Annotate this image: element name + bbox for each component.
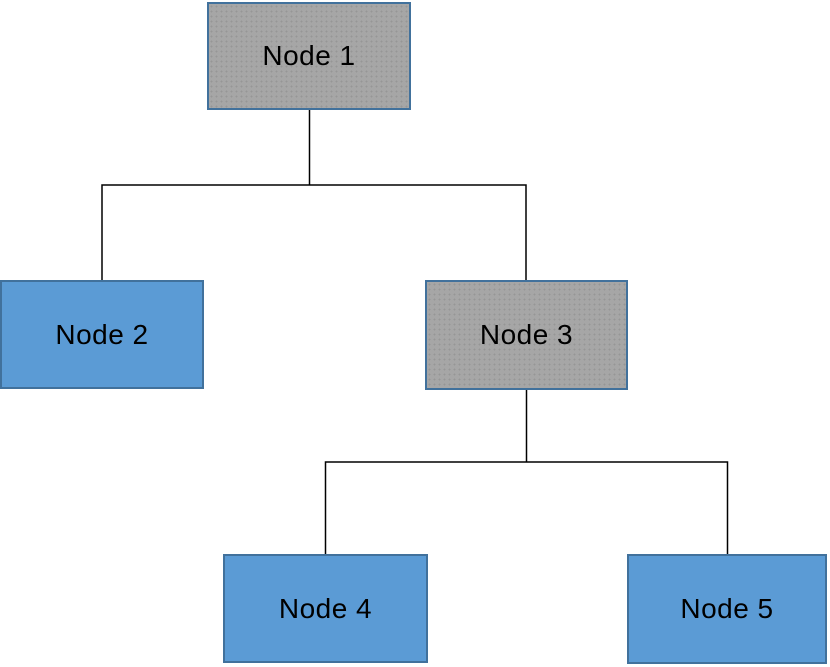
node-5-label: Node 5 xyxy=(680,593,774,624)
tree-node-1[interactable]: Node 1 xyxy=(207,2,411,110)
edge-node1-children xyxy=(101,184,527,280)
node-4-label: Node 4 xyxy=(278,592,373,624)
node-1-label: Node 1 xyxy=(262,40,356,71)
tree-node-3[interactable]: Node 3 xyxy=(425,280,628,390)
tree-node-5[interactable]: Node 5 xyxy=(627,554,827,664)
edge-node3-children xyxy=(324,461,729,554)
tree-node-2[interactable]: Node 2 xyxy=(0,280,204,389)
node-2-label: Node 2 xyxy=(55,318,149,350)
tree-node-4[interactable]: Node 4 xyxy=(223,554,428,663)
node-3-label: Node 3 xyxy=(479,319,574,350)
